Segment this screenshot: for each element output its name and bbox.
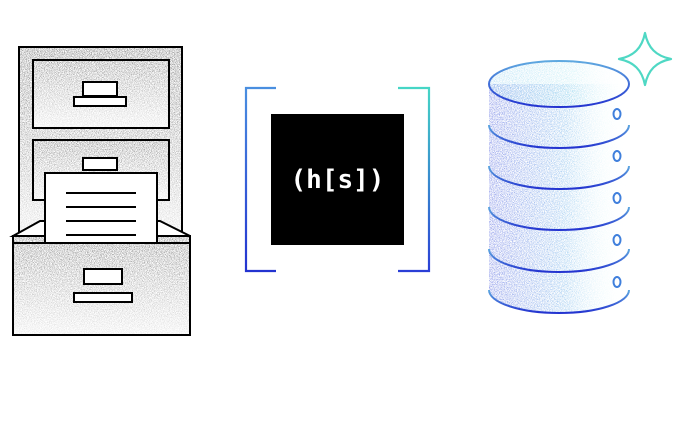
- sparkle-icon: [617, 31, 673, 87]
- logo-box: (h[s]): [271, 114, 404, 245]
- logo-text: (h[s]): [290, 164, 385, 195]
- filing-cabinet-icon: [9, 46, 191, 336]
- database-icon: [488, 60, 630, 314]
- bracket-frame: [244, 86, 431, 273]
